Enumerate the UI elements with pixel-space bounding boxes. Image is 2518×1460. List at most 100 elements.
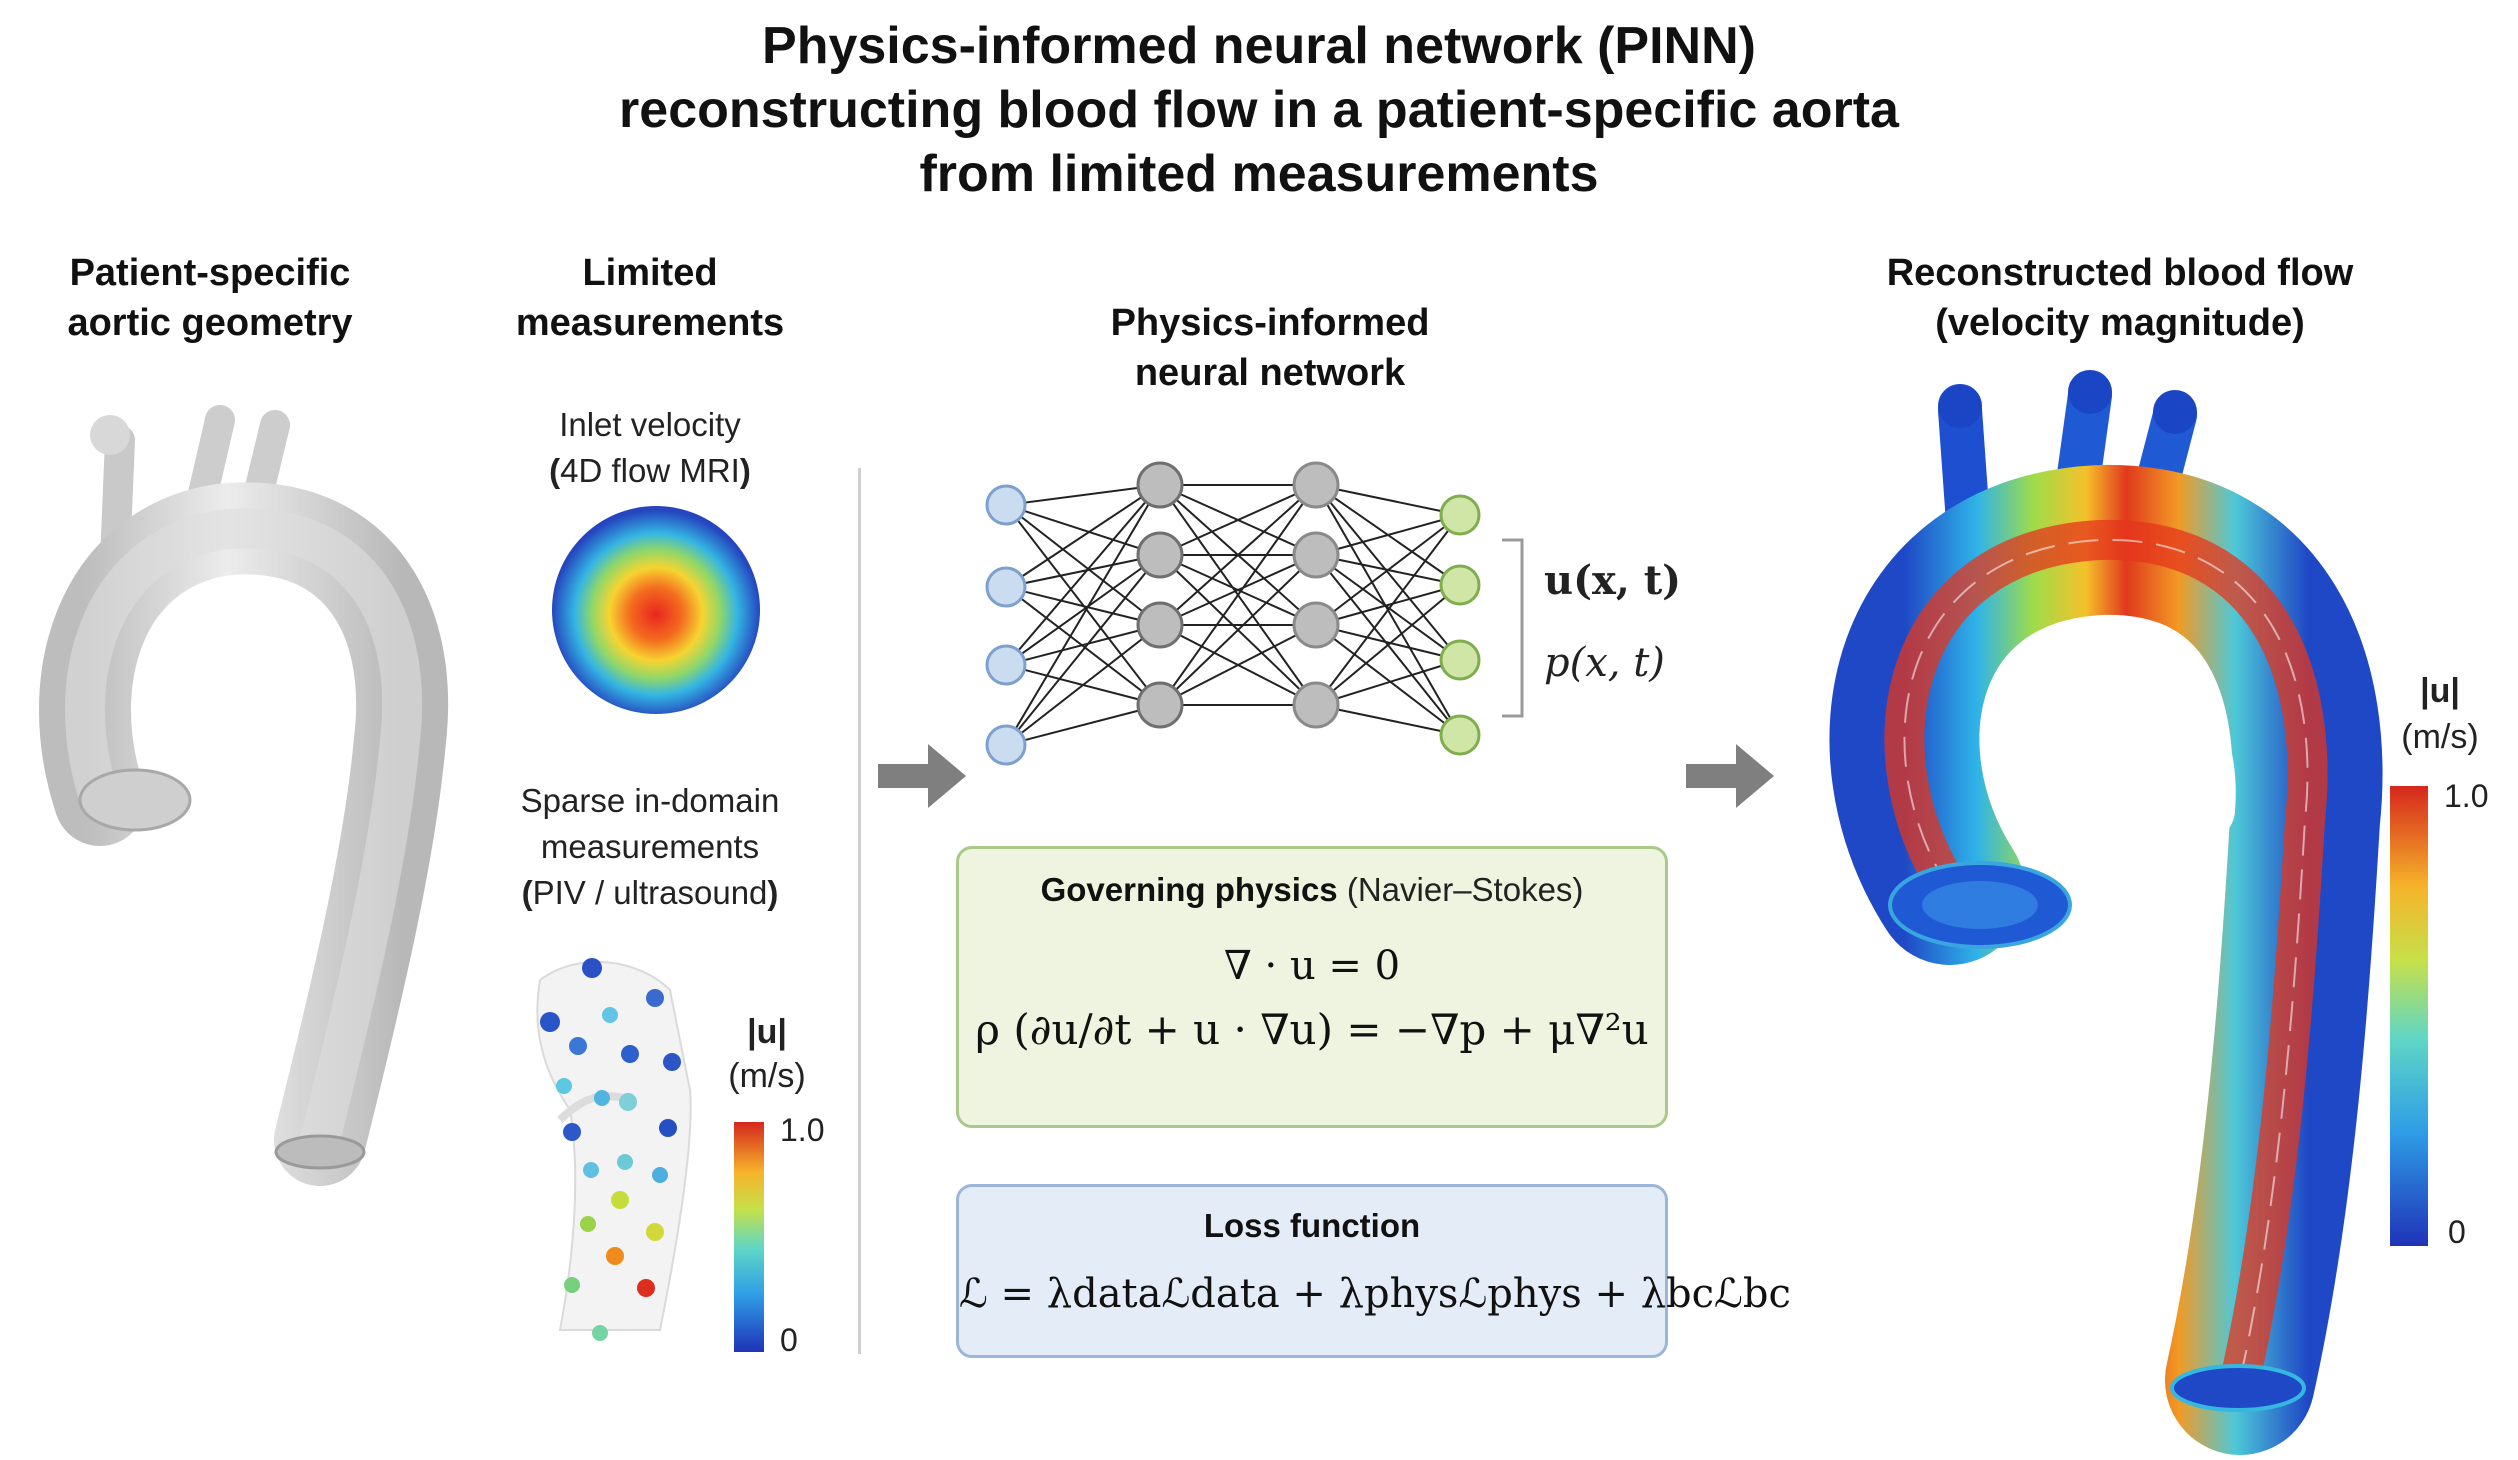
measurement-point [646,989,664,1007]
figure-title: Physics-informed neural network (PINN) r… [0,14,2518,206]
title-line-2: reconstructing blood flow in a patient-s… [619,81,1899,139]
input-node [985,484,1027,526]
network-header-line-2: neural network [1134,352,1406,394]
reconstruction-header-line-1: Reconstructed blood flow [1886,252,2354,294]
network-edge [1159,484,1317,626]
measurement-point [582,958,602,978]
arrow-to-network-icon [878,744,966,808]
arrow-to-reconstruction-icon [1686,744,1774,808]
measurement-point [606,1247,624,1265]
sparse-label-line-3: (PIV / ultrasound) [521,874,779,911]
large-colorbar-min-label: 0 [2448,1214,2466,1250]
small-colorbar-title: |u| (m/s) [712,1010,822,1098]
input-node [985,644,1027,686]
title-line-3: from limited measurements [919,145,1599,203]
sparse-label-line-1: Sparse in-domain [520,782,780,819]
hidden-node [1292,461,1340,509]
physics-header-bold: Governing physics [1040,871,1338,908]
measurement-point [652,1167,668,1183]
network-edge [1005,554,1161,666]
reconstructed-flow-model [1829,370,2383,1455]
network-edge [1315,514,1461,706]
governing-physics-box: Governing physics (Navier–Stokes) ∇ · u … [956,846,1668,1128]
output-node [1439,639,1481,681]
network-edge [1005,624,1161,746]
measurement-point [580,1216,596,1232]
network-edge [1159,484,1317,556]
measurement-point [602,1007,618,1023]
loss-function-box: Loss function ℒ = λdataℒdata + λphysℒphy… [956,1184,1791,1358]
measurement-point [564,1277,580,1293]
output-node [1439,714,1481,756]
momentum-equation: ρ (∂u/∂t + u · ∇u) = −∇p + μ∇²u [975,1005,1649,1054]
large-colorbar-unit: (m/s) [2401,718,2479,756]
measurement-point [611,1191,629,1209]
measurements-header-line-1: Limited [582,252,718,294]
measurement-point [540,1012,560,1032]
measurement-point [617,1154,633,1170]
hidden-node [1292,681,1340,729]
loss-box-header: Loss function [959,1207,1665,1245]
measurement-point [646,1223,664,1241]
network-edge [1315,484,1461,661]
measurements-header-line-2: measurements [515,302,785,344]
output-node [1439,564,1481,606]
network-edge [1315,484,1461,516]
geometry-header: Patient-specific aortic geometry [20,248,400,348]
network-edge [1005,484,1161,506]
network-edge [1005,554,1161,588]
inlet-label-line-2: (4D flow MRI) [549,452,751,489]
geometry-header-line-1: Patient-specific [69,252,351,294]
network-edge [1005,504,1161,626]
small-colorbar-max-label: 1.0 [780,1112,825,1148]
network-edge [1005,484,1161,588]
network-edge [1315,704,1461,736]
network-edge [1005,484,1161,746]
network-edge [1005,554,1161,746]
network-edge [1159,554,1317,706]
network-header-line-1: Physics-informed [1110,302,1430,344]
sparse-label-line-2: measurements [540,828,760,865]
network-header: Physics-informed neural network [1060,298,1480,398]
measurement-point [583,1162,599,1178]
measurement-point [621,1045,639,1063]
hidden-node [1292,531,1340,579]
small-colorbar-min-label: 0 [780,1322,798,1358]
network-edge [1005,504,1161,556]
output-velocity-text: u(x, t) [1544,557,1682,604]
network-edge [1315,624,1461,661]
measurement-point [663,1053,681,1071]
network-edge [1159,624,1317,706]
network-edge [1005,586,1161,626]
continuity-equation: ∇ · u = 0 [1223,943,1401,989]
network-edge [1159,484,1317,706]
measurement-point [637,1279,655,1297]
title-line-1: Physics-informed neural network (PINN) [762,17,1756,75]
loss-equation: ℒ = λdataℒdata + λphysℒphys + λbcℒbc [959,1271,1791,1317]
inlet-label-line-1: Inlet velocity [559,406,741,443]
output-pressure-text: p(x, t) [1544,640,1665,686]
network-edge [1005,704,1161,746]
inlet-velocity-disc [552,506,760,714]
measurement-point [563,1123,581,1141]
output-pressure-label: p(x, t) [1544,640,1665,686]
output-bracket [1502,538,1524,718]
input-node [985,566,1027,608]
hidden-node [1136,681,1184,729]
measurement-point [592,1325,608,1341]
network-edge [1315,659,1461,706]
measurement-point [594,1090,610,1106]
reconstruction-header-line-2: (velocity magnitude) [1935,302,2305,344]
network-edge [1315,554,1461,661]
network-edge [1005,624,1161,666]
network-edge [1005,484,1161,666]
inlet-velocity-label: Inlet velocity (4D flow MRI) [460,402,840,494]
panel-divider [858,468,861,1354]
network-edge [1315,584,1461,706]
hidden-node [1136,461,1184,509]
measurement-point [569,1037,587,1055]
network-edge [1315,624,1461,736]
geometry-header-line-2: aortic geometry [67,302,353,344]
small-colorbar-symbol: |u| [747,1013,787,1051]
